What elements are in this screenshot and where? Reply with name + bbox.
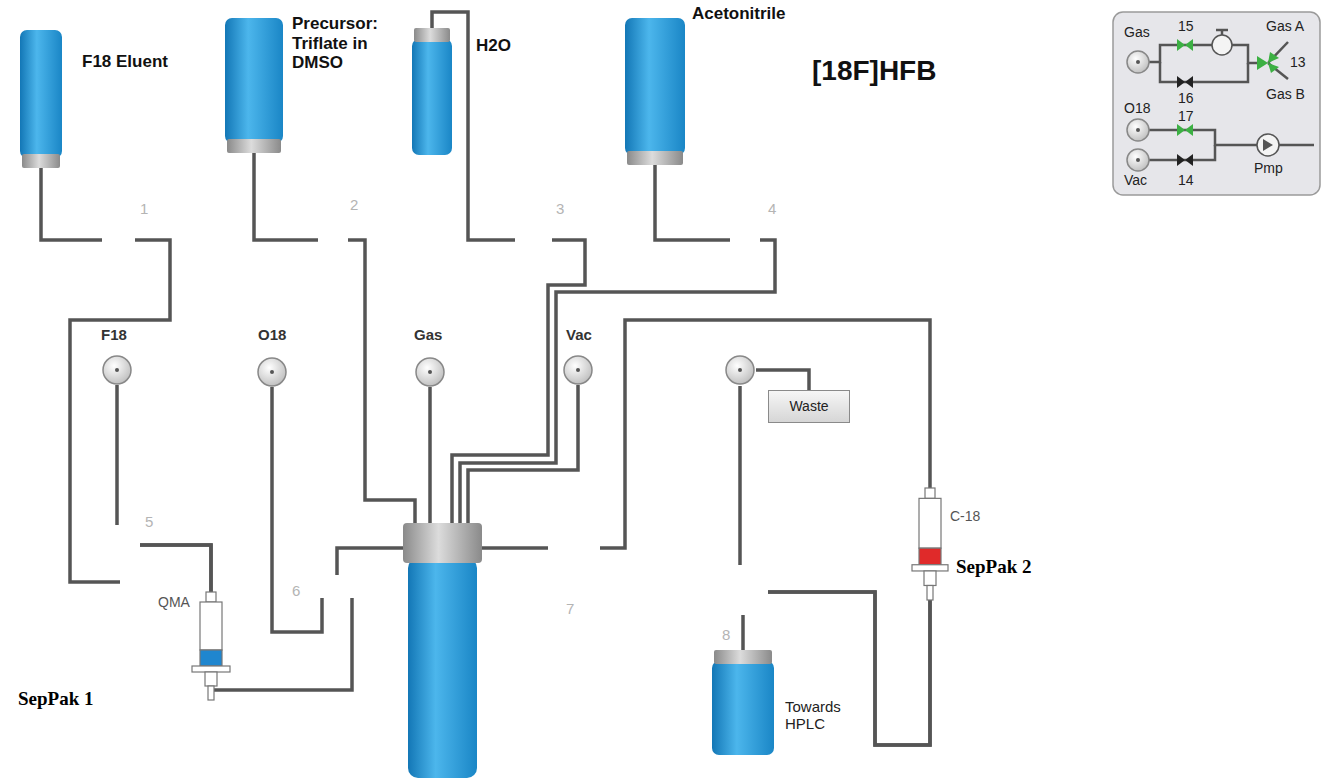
port-shape: [102, 355, 132, 385]
valve-number: 2: [350, 196, 358, 213]
part-label: Precursor: Triflate in DMSO: [292, 14, 397, 73]
reactor-vial: [403, 523, 482, 778]
part-label: O18: [258, 326, 286, 343]
valve-number: 16: [1178, 90, 1194, 106]
valve-number: 3: [556, 200, 564, 217]
waste-box: Waste: [768, 390, 850, 423]
box-text: Waste: [789, 398, 828, 414]
valve-number: 5: [145, 513, 153, 530]
eluent-vial: F18 Eluent: [20, 30, 62, 168]
vial-shape: [712, 650, 774, 755]
part-label: Acetonitrile: [692, 4, 786, 24]
waste-port: [726, 356, 754, 384]
vial-shape: [20, 30, 62, 168]
cart-shape: [912, 488, 948, 600]
port-shape: [415, 357, 445, 387]
port-label: Gas: [1124, 24, 1150, 40]
part-caption: SepPak 1: [18, 688, 94, 710]
qma-cartridge: QMASepPak 1: [192, 592, 230, 700]
tubing: [254, 12, 930, 575]
pump-label: Pmp: [1254, 160, 1283, 176]
port-label: O18: [1124, 100, 1150, 116]
tubing-connector: [117, 385, 211, 592]
product-title: [18F]HFB: [812, 55, 936, 87]
part-label: Gas: [414, 326, 442, 343]
valve-number: 7: [566, 600, 574, 617]
port-shape: [563, 355, 593, 385]
outlet-label: Gas A: [1266, 18, 1304, 34]
tubing-connector: [211, 387, 352, 700]
vial-shape: [625, 18, 685, 165]
valve-number: 13: [1290, 54, 1306, 70]
valve-number: 14: [1178, 172, 1194, 188]
valve-number: 4: [768, 200, 776, 217]
valve-number: 1: [140, 200, 148, 217]
precursor-vial: Precursor: Triflate in DMSO: [225, 18, 283, 153]
tubing-connector: [41, 168, 211, 592]
product-vial: Towards HPLC: [712, 650, 774, 755]
part-label: F18 Eluent: [82, 52, 168, 72]
acetonitrile-vial: Acetonitrile: [625, 18, 685, 165]
part-caption: SepPak 2: [956, 556, 1032, 578]
port-shape: [257, 357, 287, 387]
outlet-label: Gas B: [1266, 86, 1305, 102]
water-vial: H2O: [412, 28, 452, 155]
port-circle: O18: [257, 357, 287, 387]
part-label: QMA: [158, 594, 190, 610]
part-label: Vac: [566, 326, 592, 343]
port-circle: Vac: [563, 355, 593, 385]
gas-inset: [1113, 12, 1320, 195]
part-label: Towards HPLC: [785, 698, 865, 733]
port-label: Vac: [1124, 172, 1147, 188]
vial-shape: [412, 28, 452, 155]
part-label: H2O: [476, 36, 511, 56]
port-circle: F18: [102, 355, 132, 385]
valve-number: 15: [1178, 18, 1194, 34]
valve-number: 17: [1178, 108, 1194, 124]
valve-number: 8: [722, 626, 730, 643]
c18-cartridge: C-18SepPak 2: [912, 488, 948, 600]
vial-shape: [225, 18, 283, 153]
cart-shape: [192, 592, 230, 700]
port-circle: Gas: [415, 357, 445, 387]
part-label: C-18: [950, 508, 980, 524]
valve-number: 6: [292, 582, 300, 599]
part-label: F18: [101, 326, 127, 343]
